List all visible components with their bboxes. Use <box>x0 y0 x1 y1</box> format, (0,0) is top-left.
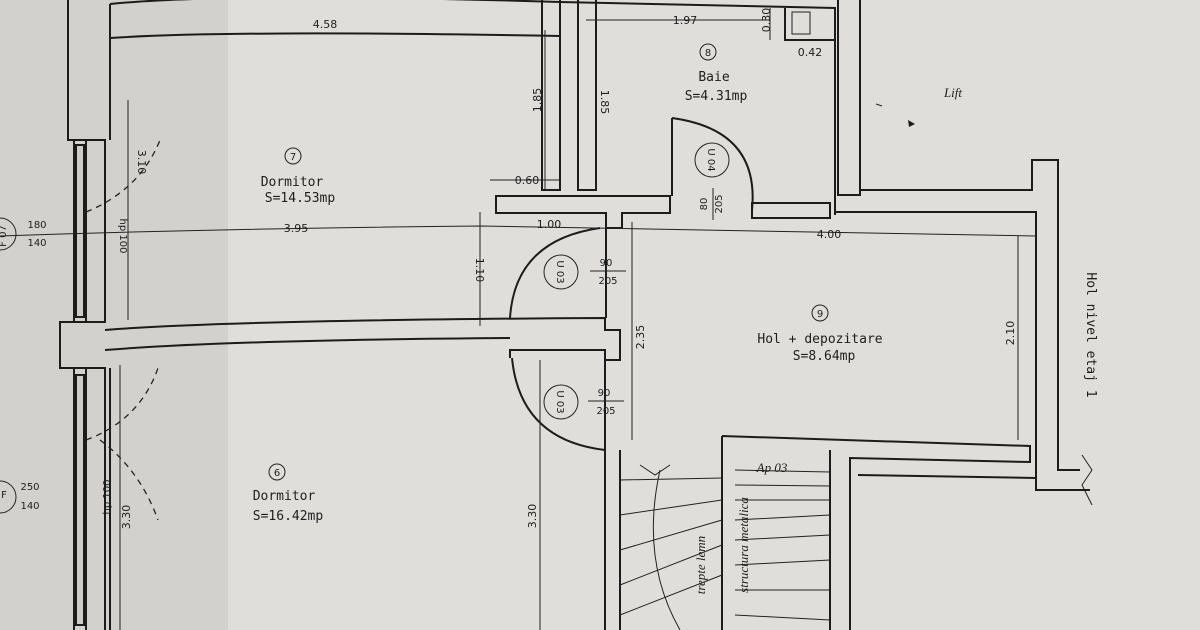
window-sill: hp 100 <box>117 219 128 254</box>
exterior-wall <box>59 0 111 630</box>
door-swing <box>511 357 606 451</box>
dimension: 3.95 <box>284 222 309 235</box>
room-number: 9 <box>817 309 823 320</box>
stair-note: trepte lemn <box>693 536 708 594</box>
door-tag: U 04 <box>705 148 716 171</box>
window-tag: F <box>1 490 7 501</box>
dimension: 0.42 <box>798 46 823 59</box>
room-name: Hol + depozitare <box>757 332 882 347</box>
window-height: 140 <box>27 238 46 249</box>
door-width: 80 <box>699 198 710 211</box>
break-line <box>1081 454 1093 506</box>
door-swing <box>671 117 754 211</box>
stair-wall <box>721 435 1031 630</box>
window-sill: hp 100 <box>102 480 113 515</box>
window-tag: F 07 <box>0 225 9 247</box>
bedroom-partition-b <box>104 337 511 351</box>
dimension: 1.85 <box>598 90 611 115</box>
window-swing <box>85 139 161 213</box>
dim-line-top <box>109 32 561 39</box>
door-tag-circle <box>543 254 579 290</box>
room-area: S=4.31mp <box>685 89 748 104</box>
dimension: 2.35 <box>634 325 647 350</box>
hall-level-label: Hol nivel etaj 1 <box>1083 272 1098 397</box>
dimension: 1.10 <box>473 258 486 283</box>
window-swing <box>85 367 159 441</box>
room-number: 7 <box>290 152 296 163</box>
room-number-circle <box>284 147 302 165</box>
room-number-circle <box>699 43 717 61</box>
staircase <box>619 464 831 630</box>
dimension: 4.58 <box>313 18 338 31</box>
top-wall <box>109 0 836 215</box>
dimension: 3.30 <box>526 504 539 529</box>
door-height: 205 <box>714 194 725 213</box>
paper-right <box>228 0 1200 630</box>
dimension-lines <box>0 8 1037 630</box>
door-tag-circle <box>694 142 730 178</box>
door-tag-circle <box>543 384 579 420</box>
room-number-circle <box>268 463 286 481</box>
dimension: 1.85 <box>531 88 544 113</box>
room-area: S=14.53mp <box>265 191 336 206</box>
apartment-label: Ap 03 <box>756 460 788 475</box>
room-number: 8 <box>705 48 711 59</box>
lift-label: Lift <box>943 85 962 100</box>
room-name: Baie <box>698 70 729 85</box>
window-width: 250 <box>20 482 39 493</box>
stair-note: structura metalica <box>736 497 751 593</box>
room-area: S=16.42mp <box>253 509 324 524</box>
dimension: 3.30 <box>120 505 133 530</box>
door-height: 205 <box>596 406 615 417</box>
window-height: 140 <box>20 501 39 512</box>
room-name: Dormitor <box>253 489 316 504</box>
stair-wall-right <box>829 450 1037 630</box>
room-number: 6 <box>274 468 280 479</box>
dimension: 0.60 <box>515 174 540 187</box>
dimension: 0.30 <box>760 8 773 33</box>
door-swing <box>509 227 601 319</box>
dimension: 3.10 <box>135 150 148 175</box>
door-tag: U 03 <box>554 260 565 283</box>
bedroom-partition <box>104 316 621 361</box>
room-number-circle <box>811 304 829 322</box>
door-width: 90 <box>598 388 611 399</box>
dimension: 2.10 <box>1004 321 1017 346</box>
room-name: Dormitor <box>261 175 324 190</box>
lift-mark <box>908 120 915 127</box>
room-area: S=8.64mp <box>793 349 856 364</box>
lift-wall <box>860 159 1080 471</box>
window-swing <box>99 439 159 521</box>
lift-mark <box>875 103 883 107</box>
door-width: 90 <box>600 258 613 269</box>
dimension: 1.00 <box>537 218 562 231</box>
window-tag-circle <box>0 480 17 514</box>
hall-wall <box>836 211 1090 491</box>
door-height: 205 <box>598 276 617 287</box>
dimension: 1.97 <box>673 14 698 27</box>
bathroom-walls <box>495 0 861 229</box>
dimension: 4.00 <box>817 228 842 241</box>
window-width: 180 <box>27 220 46 231</box>
window-tag-circle <box>0 217 17 251</box>
door-tag: U 03 <box>554 390 565 413</box>
